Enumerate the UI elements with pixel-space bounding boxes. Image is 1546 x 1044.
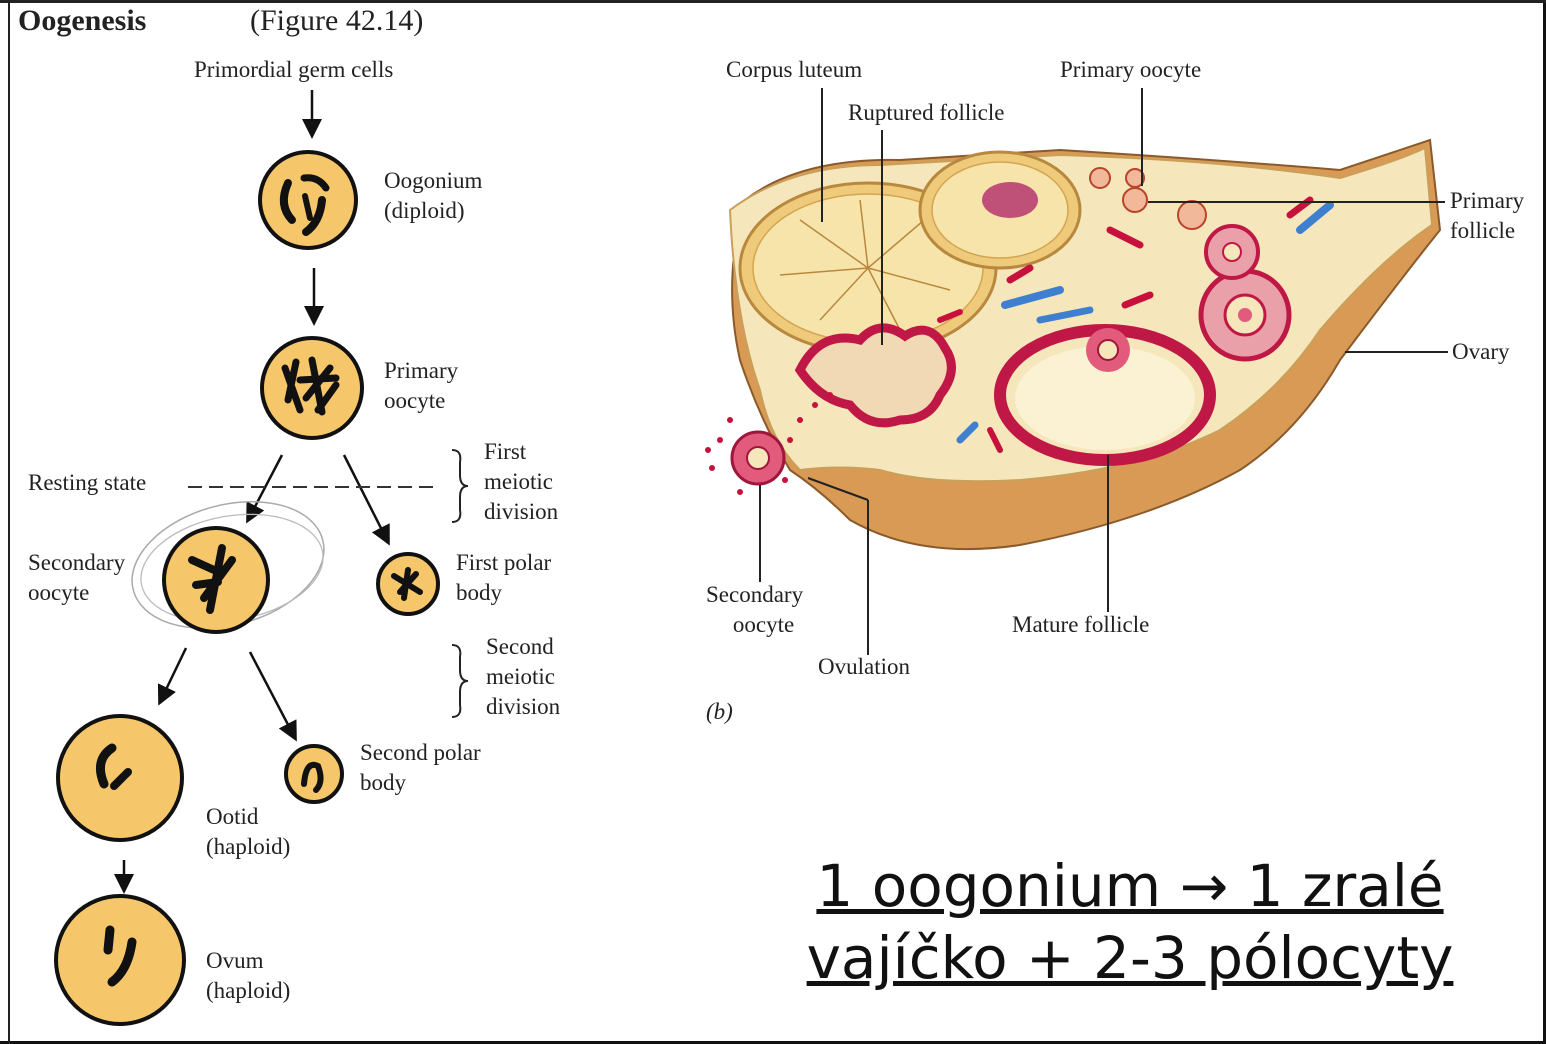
summary-note-line-2: vajíčko + 2-3 pólocyty: [770, 922, 1490, 994]
label-resting-state: Resting state: [28, 468, 146, 498]
label-mature-follicle: Mature follicle: [1012, 610, 1149, 640]
growing-follicle: [1201, 271, 1289, 359]
figure-reference: (Figure 42.14): [250, 6, 423, 36]
label-ovum: Ovum(haploid): [206, 946, 290, 1006]
summary-note-line-1: 1 oogonium → 1 zralé: [770, 850, 1490, 922]
label-corpus-luteum: Corpus luteum: [726, 55, 862, 85]
figure-title: Oogenesis: [18, 6, 146, 36]
label-primordial-germ-cells: Primordial germ cells: [194, 55, 393, 85]
label-primary-oocyte-right: Primary oocyte: [1060, 55, 1201, 85]
summary-note: 1 oogonium → 1 zralé vajíčko + 2-3 póloc…: [770, 850, 1490, 994]
label-panel-b: (b): [706, 697, 733, 727]
corpus-albicans: [920, 152, 1080, 268]
label-ootid: Ootid(haploid): [206, 802, 290, 862]
label-ovulation: Ovulation: [818, 652, 910, 682]
growing-follicle: [1206, 226, 1258, 278]
mature-follicle: [1000, 328, 1210, 460]
label-ruptured-follicle: Ruptured follicle: [848, 98, 1005, 128]
label-ovary: Ovary: [1452, 337, 1509, 367]
label-oogonium: Oogonium(diploid): [384, 166, 482, 226]
